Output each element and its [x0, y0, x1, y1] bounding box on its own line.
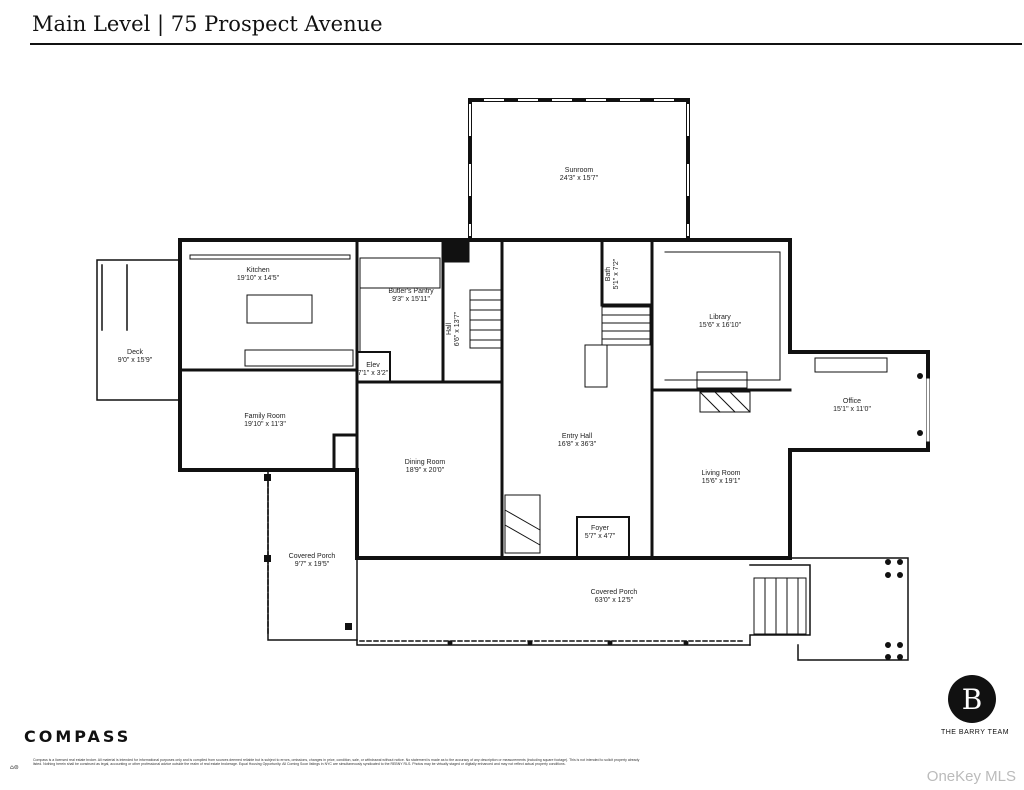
fireplaces	[504, 371, 751, 554]
interior-walls	[178, 238, 792, 560]
room-name: Bath	[605, 267, 612, 282]
deck-outline	[96, 259, 181, 401]
porch-columns	[264, 373, 923, 660]
room-name: Entry Hall	[562, 433, 593, 440]
front-porch-outline	[356, 557, 909, 661]
room-dimensions: 15'1" x 11'0"	[833, 406, 871, 413]
team-monogram-badge: B	[948, 675, 996, 723]
room-name: Covered Porch	[289, 553, 336, 560]
room-dimensions: 6'6" x 13'7"	[454, 311, 461, 346]
room-dimensions: 16'8" x 36'3"	[558, 441, 597, 448]
stairs	[469, 289, 807, 635]
room-name: Family Room	[244, 413, 285, 420]
compass-logo: COMPASS	[24, 727, 132, 746]
room-name: Sunroom	[565, 167, 594, 174]
legal-disclaimer: Compass is a licensed real estate broker…	[33, 758, 640, 767]
room-dimensions: 15'6" x 16'10"	[699, 322, 742, 329]
room-name: Hall	[446, 323, 453, 336]
room-name: Dining Room	[405, 459, 446, 466]
room-dimensions: 15'6" x 19'1"	[702, 478, 741, 485]
mls-watermark: OneKey MLS	[926, 768, 1016, 785]
wall-sunroom	[468, 98, 690, 242]
library-fixtures	[664, 251, 781, 381]
title-divider	[30, 43, 1022, 45]
team-name: THE BARRY TEAM	[940, 729, 1010, 736]
room-name: Library	[709, 314, 731, 321]
room-name: Foyer	[591, 525, 610, 532]
room-dimensions: 5'1" x 7'2"	[613, 258, 620, 289]
room-name: Butler's Pantry	[388, 288, 434, 295]
room-dimensions: 9'7" x 19'5"	[295, 561, 330, 568]
room-dimensions: 24'3" x 15'7"	[560, 175, 599, 182]
room-dimensions: 18'9" x 20'0"	[406, 467, 445, 474]
room-name: Elev	[366, 362, 380, 369]
room-name: Deck	[127, 349, 143, 356]
room-name: Office	[843, 398, 861, 405]
room-dimensions: 7'1" x 3'2"	[358, 370, 389, 377]
room-dimensions: 5'7" x 4'7"	[585, 533, 616, 540]
room-name: Kitchen	[246, 267, 269, 274]
kitchen-fixtures	[189, 254, 441, 367]
equal-housing-icon: ⌂⊜	[10, 764, 19, 771]
room-dimensions: 9'0" x 15'9"	[118, 357, 153, 364]
room-dimensions: 63'0" x 12'5"	[595, 597, 634, 604]
wall-main-house	[178, 238, 930, 560]
room-name: Covered Porch	[591, 589, 638, 596]
room-dimensions: 9'3" x 15'11"	[392, 296, 430, 303]
office-fixtures	[814, 357, 930, 442]
room-dimensions: 19'10" x 11'3"	[244, 421, 286, 428]
page-title: Main Level | 75 Prospect Avenue	[32, 12, 383, 36]
room-dimensions: 19'10" x 14'5"	[237, 275, 280, 282]
room-name: Living Room	[702, 470, 741, 477]
